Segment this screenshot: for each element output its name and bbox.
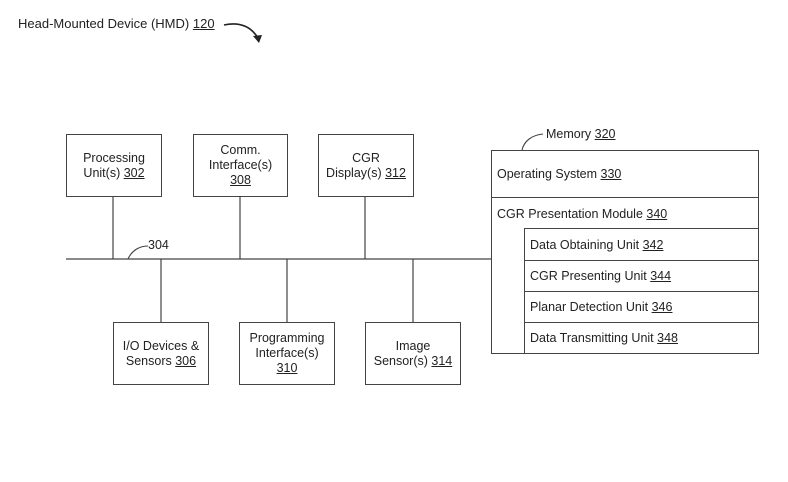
title-arrowhead [253,35,262,43]
component-line1: Processing [83,150,145,165]
component-line1: CGR [352,150,380,165]
title-arrow [223,23,259,39]
unit-row-planar-detection: Planar Detection Unit 346 [525,291,759,322]
os-label: Operating System [497,167,598,181]
component-ref: 306 [175,353,197,368]
cgr-presentation-module-row: CGR Presentation Module 340 [492,197,758,230]
component-line2: Unit(s) [83,165,121,180]
memory-ref: 320 [594,127,616,141]
module-ref: 340 [646,207,668,221]
bus-leader [127,245,149,260]
component-line2: Sensors [125,353,172,368]
memory-box: Operating System 330 CGR Presentation Mo… [491,150,760,355]
unit-ref: 348 [657,331,679,345]
title-text: Head-Mounted Device (HMD) [18,16,190,31]
unit-ref: 346 [651,300,673,314]
memory-label: Memory 320 [546,127,616,142]
component-io-devices: I/O Devices &Sensors 306 [113,322,209,385]
component-line2: Sensor(s) [373,353,428,368]
operating-system-row: Operating System 330 [492,151,758,197]
component-line1: Comm. [220,143,261,157]
component-ref: 308 [230,173,251,187]
title-ref: 120 [192,16,215,31]
os-ref: 330 [600,167,622,181]
unit-row-data-transmitting: Data Transmitting Unit 348 [525,322,759,353]
module-label: CGR Presentation Module [497,207,643,221]
component-line2: Display(s) [326,165,382,180]
unit-label: Planar Detection Unit [530,300,649,314]
component-line1: Image [395,338,431,353]
unit-row-cgr-presenting: CGR Presenting Unit 344 [525,260,759,291]
memory-leader [521,133,544,151]
unit-label: Data Obtaining Unit [530,237,640,252]
diagram-title: Head-Mounted Device (HMD) 120 [18,16,215,31]
component-line2: Interface(s) [208,158,273,172]
component-line1: Programming [249,331,325,345]
unit-ref: 344 [650,269,672,283]
component-ref: 314 [431,353,453,368]
component-ref: 312 [385,165,406,180]
unit-row-data-obtaining: Data Obtaining Unit 342 [525,229,758,260]
component-ref: 310 [276,361,298,375]
component-ref: 302 [123,165,145,180]
unit-ref: 342 [642,237,664,252]
component-comm-interface: Comm.Interface(s)308 [193,134,288,197]
bus-label: 304 [148,238,169,252]
unit-label: Data Transmitting Unit [530,331,654,345]
memory-label-text: Memory [546,127,592,141]
unit-label: CGR Presenting Unit [530,269,647,283]
module-units-box: Data Obtaining Unit 342 CGR Presenting U… [524,228,760,355]
component-line2: Interface(s) [255,346,319,360]
component-line1: I/O Devices & [122,338,200,353]
